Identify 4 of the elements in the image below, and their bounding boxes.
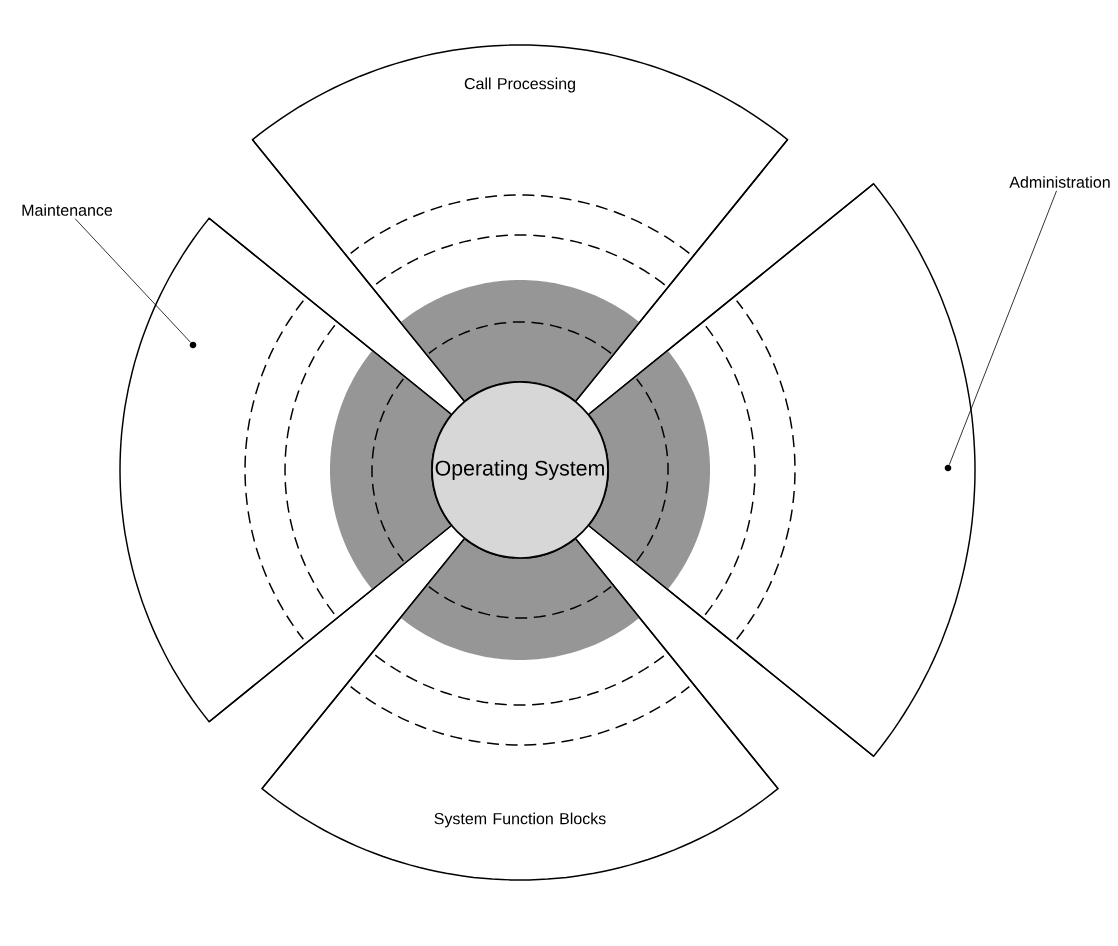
- callout-label: Administration: [1009, 176, 1110, 188]
- callout-label: Maintenance: [22, 204, 113, 216]
- leader-line: [74, 218, 191, 343]
- leader-line: [948, 190, 1057, 466]
